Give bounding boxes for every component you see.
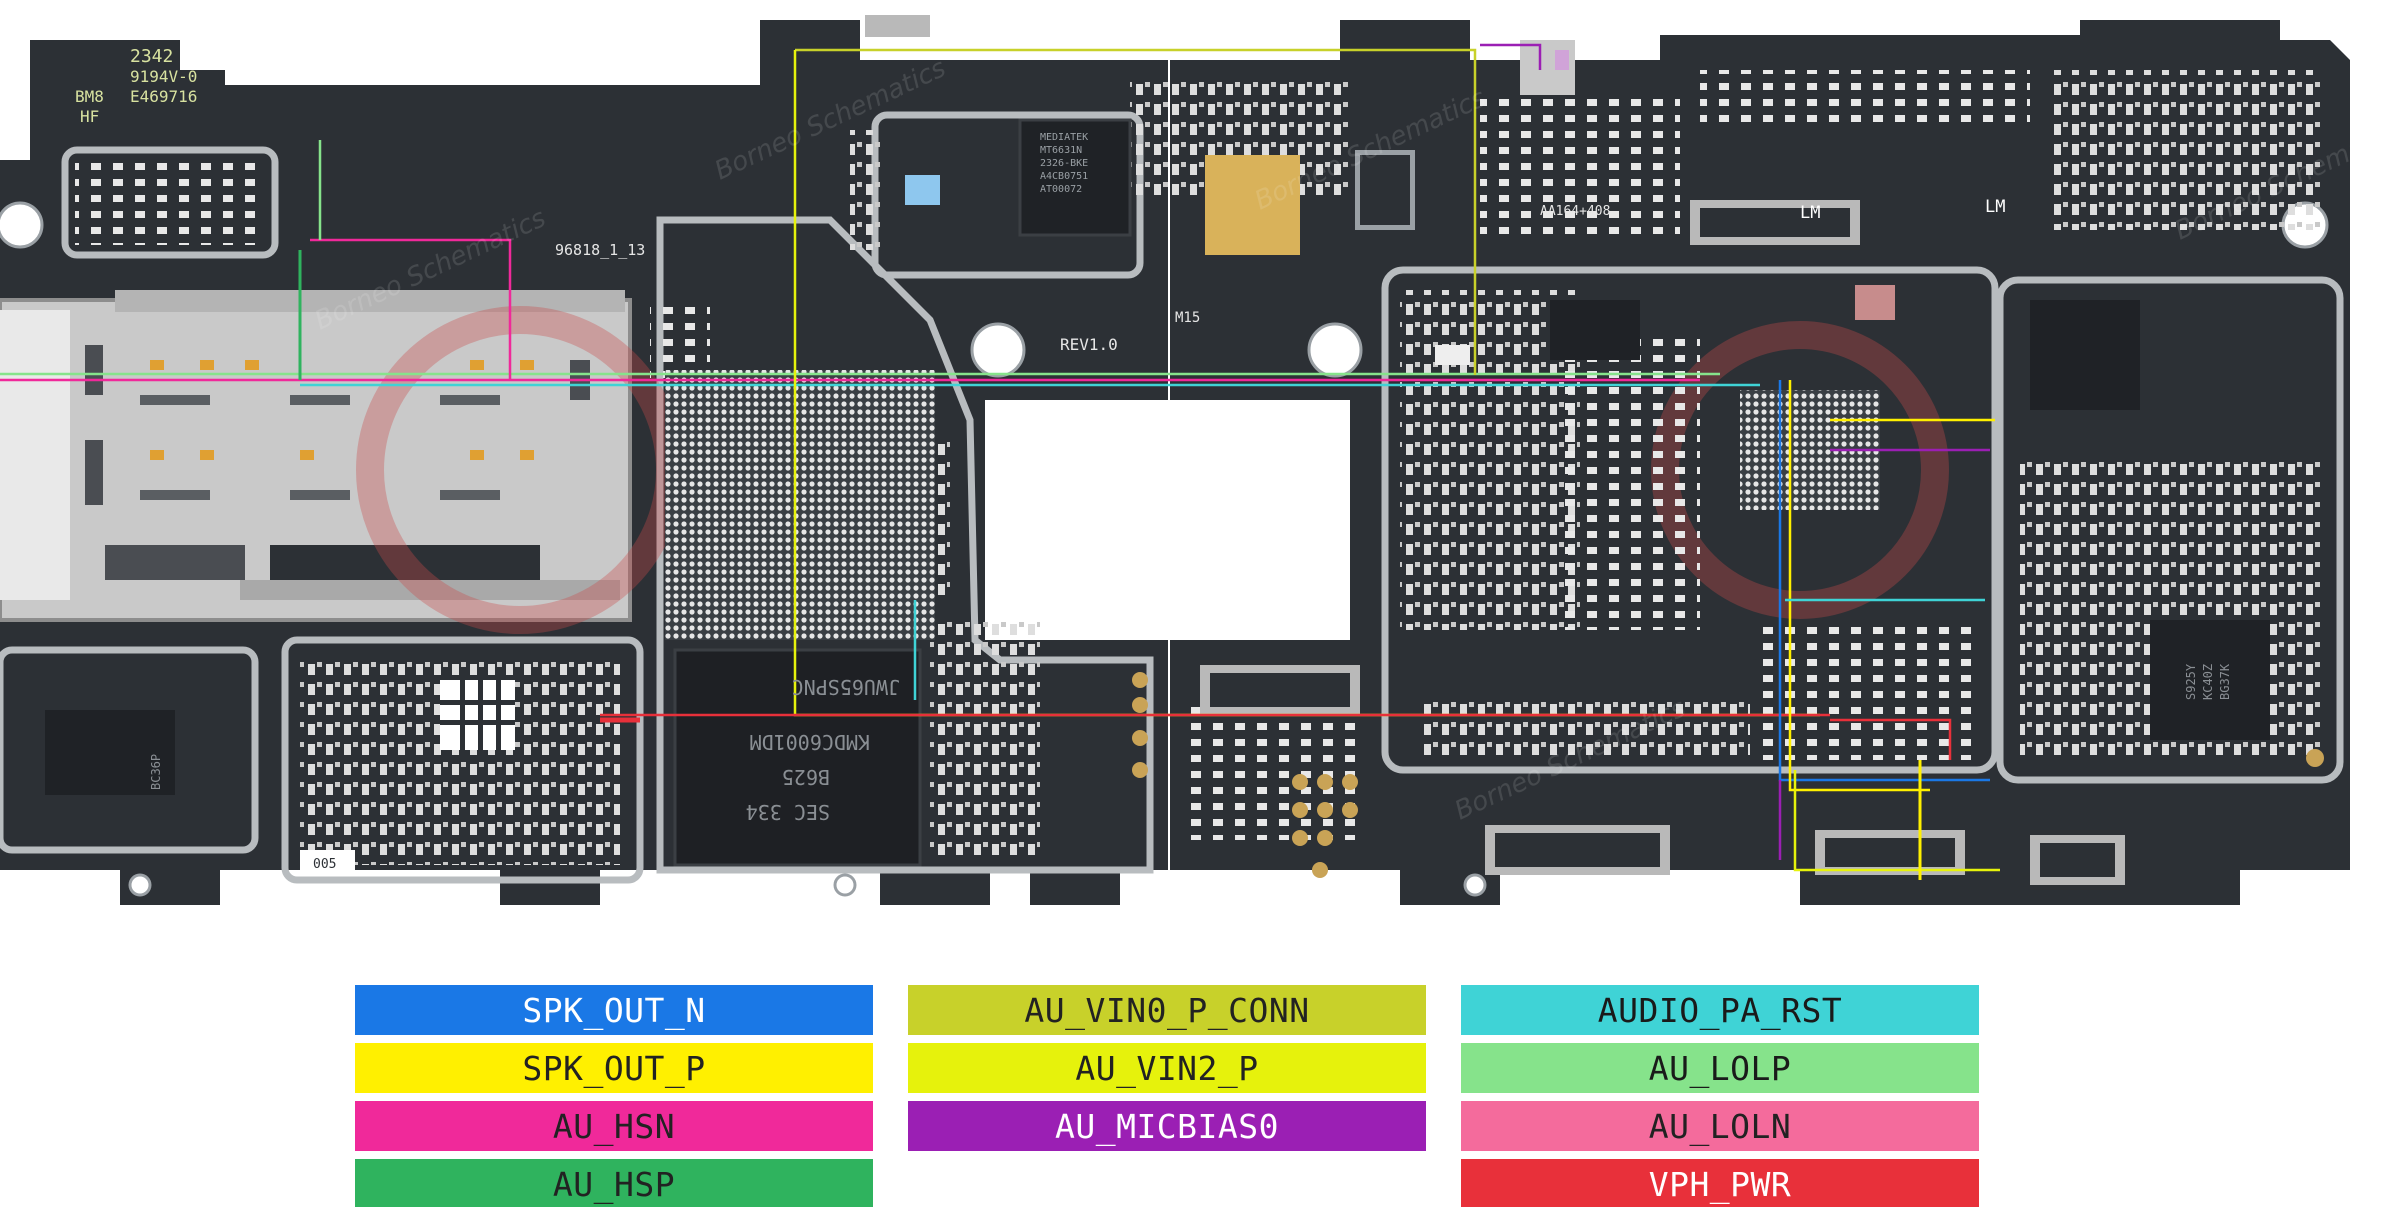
pcb-label: BM8 <box>75 87 104 106</box>
chip-markings: MEDIATEK MT6631N 2326-BKE A4CB0751 AT000… <box>1040 132 1088 195</box>
pcb-label: 96818_1_13 <box>555 241 645 259</box>
test-pads <box>1132 672 2324 878</box>
pcb-label: REV1.0 <box>1060 335 1118 354</box>
pcb-label: LM <box>1985 197 2005 217</box>
pcb-board-diagram: 2342 9194V-0 E469716 BM8 HF 96818_1_13 R… <box>0 15 2350 905</box>
bga-arrays <box>665 370 1880 640</box>
pcb-label: 2342 <box>130 46 173 67</box>
pcb-label: M15 <box>1175 310 1200 326</box>
legend-item: AU_LOLP <box>1461 1043 1979 1093</box>
legend-item: AU_HSP <box>355 1159 873 1207</box>
chip-label: A4CB0751 <box>1040 171 1088 182</box>
chip-label: MT6631N <box>1040 145 1082 156</box>
chip-label: 2326-BKE <box>1040 158 1088 169</box>
sim-card-tray <box>0 290 632 622</box>
pcb-label: AA164+408 <box>1540 204 1610 219</box>
legend-item: SPK_OUT_P <box>355 1043 873 1093</box>
component-fields <box>75 70 2320 865</box>
legend-item: VPH_PWR <box>1461 1159 1979 1207</box>
legend-item: AU_MICBIAS0 <box>908 1101 1426 1151</box>
chip-label: KC40Z <box>2201 664 2215 700</box>
connectors <box>865 15 2125 885</box>
chip-label: S925Y <box>2184 663 2198 700</box>
legend-item: AUDIO_PA_RST <box>1461 985 1979 1035</box>
emmc-label: JWU65SPNC <box>792 675 900 699</box>
pcb-label: HF <box>80 107 99 126</box>
legend-item: AU_HSN <box>355 1101 873 1151</box>
chip-label: MEDIATEK <box>1040 132 1088 143</box>
pcb-label: 005 <box>313 857 336 872</box>
chips <box>45 118 2270 875</box>
emmc-markings: JWU65SPNC KMDC6001DM B625 SEC 334 <box>746 675 900 824</box>
legend-item: AU_VIN2_P <box>908 1043 1426 1093</box>
chip-label: BG37K <box>2218 663 2232 700</box>
pcb-label: LM <box>1800 203 1820 223</box>
side-chip-markings: S925Y KC40Z BG37K BC36P <box>149 663 2232 790</box>
legend-empty-cell <box>908 1159 1426 1207</box>
legend-item: SPK_OUT_N <box>355 985 873 1035</box>
chip-label: AT00072 <box>1040 184 1082 195</box>
signal-traces <box>0 43 2000 880</box>
legend-item: AU_LOLN <box>1461 1101 1979 1151</box>
legend-item: AU_VIN0_P_CONN <box>908 985 1426 1035</box>
signal-legend: SPK_OUT_N AU_VIN0_P_CONN AUDIO_PA_RST SPK_O… <box>355 985 1979 1207</box>
silkscreen-text: 2342 9194V-0 E469716 BM8 HF 96818_1_13 R… <box>75 46 2005 872</box>
emmc-label: B625 <box>782 765 830 789</box>
pcb-label: 9194V-0 <box>130 67 197 86</box>
emmc-label: KMDC6001DM <box>750 730 870 754</box>
chip-label: BC36P <box>149 754 163 790</box>
pcb-label: E469716 <box>130 87 197 106</box>
emmc-label: SEC 334 <box>746 800 830 824</box>
center-cutout <box>985 400 1350 640</box>
